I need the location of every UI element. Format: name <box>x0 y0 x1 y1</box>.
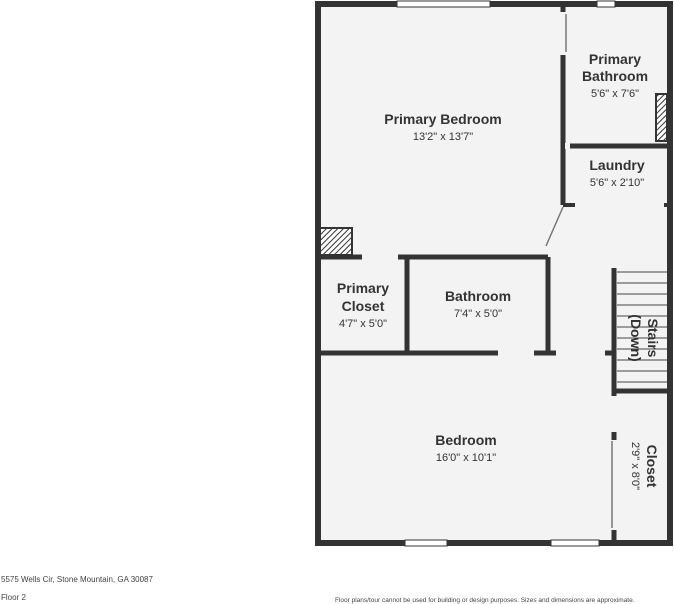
primary-closet-name-1: Primary <box>337 280 389 296</box>
laundry-name: Laundry <box>589 157 644 173</box>
closet-dims: 2'9" x 8'0" <box>629 442 641 490</box>
window-bedroom-right <box>550 539 600 547</box>
closet-name: Closet <box>644 445 660 488</box>
window-primary-bath <box>596 0 616 8</box>
window-bedroom-left <box>404 539 448 547</box>
primary-bathroom-name-2: Bathroom <box>582 68 648 84</box>
bathroom-dims: 7'4" x 5'0" <box>454 308 502 320</box>
walls <box>315 1 673 546</box>
laundry-dims: 5'6" x 2'10" <box>590 177 644 189</box>
stairs-name-1: Stairs <box>645 319 661 358</box>
address-label: 5575 Wells Cir, Stone Mountain, GA 30087 <box>1 575 153 584</box>
stairs-treads <box>617 271 667 383</box>
bathroom-name: Bathroom <box>445 288 511 304</box>
primary-closet-dims: 4'7" x 5'0" <box>339 318 387 330</box>
door-openings <box>362 12 664 530</box>
primary-bathroom-dims: 5'6" x 7'6" <box>591 88 639 100</box>
primary-closet-name-2: Closet <box>342 298 385 314</box>
windows <box>396 0 616 547</box>
stairs-name-2: (Down) <box>628 314 644 361</box>
bedroom-name: Bedroom <box>435 432 496 448</box>
primary-bedroom-name: Primary Bedroom <box>384 111 501 127</box>
bedroom-dims: 16'0" x 10'1" <box>436 452 496 464</box>
primary-bedroom-dims: 13'2" x 13'7" <box>413 131 473 143</box>
exterior-wall <box>315 1 673 546</box>
hvac-fixture <box>319 227 353 256</box>
window-primary-bedroom <box>396 0 491 8</box>
door-leaves <box>545 14 613 528</box>
disclaimer-text: Floor plans/tour cannot be used for buil… <box>335 597 635 604</box>
primary-bathroom-name-1: Primary <box>589 51 641 67</box>
floor-label: Floor 2 <box>1 593 26 602</box>
bath-fixture <box>655 93 668 142</box>
